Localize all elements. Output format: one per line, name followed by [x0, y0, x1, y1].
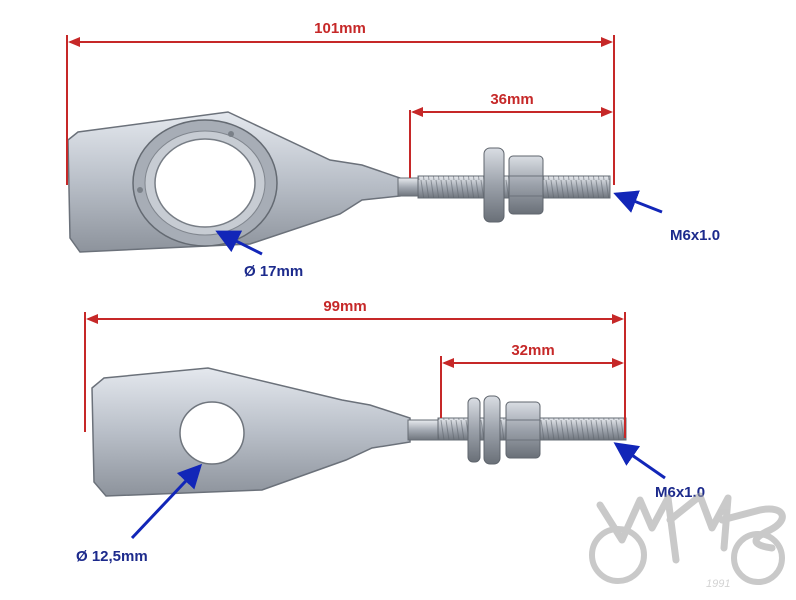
top-thread-spec-label: M6x1.0	[670, 227, 720, 244]
top-ring	[132, 119, 278, 247]
logo-script	[596, 492, 786, 564]
bottom-spring-washer	[467, 397, 481, 463]
bottom-hole	[179, 401, 245, 465]
bottom-bolt-shank	[407, 419, 439, 441]
bottom-overall-length-label: 99mm	[323, 298, 366, 315]
bottom-nut	[505, 401, 541, 459]
top-overall-dimension: 101mm	[66, 20, 615, 185]
bottom-thread-length-label: 32mm	[511, 342, 554, 359]
top-bolt-shank	[397, 177, 419, 197]
top-nut	[508, 155, 544, 215]
top-washer	[483, 147, 505, 223]
top-tensioner	[67, 111, 611, 253]
wymas-logo: 1991	[589, 492, 786, 590]
bottom-thread-callout: M6x1.0	[613, 442, 705, 501]
top-thread-length-label: 36mm	[490, 91, 533, 108]
top-overall-length-label: 101mm	[314, 20, 366, 37]
bottom-hole-diameter-label: Ø 12,5mm	[76, 548, 148, 565]
bottom-thread-dimension: 32mm	[440, 342, 624, 418]
top-thread-callout: M6x1.0	[613, 190, 720, 244]
bottom-tensioner	[91, 367, 627, 497]
bottom-hole-callout: Ø 12,5mm	[76, 463, 203, 565]
top-hole-diameter-label: Ø 17mm	[244, 263, 303, 280]
bottom-plate	[91, 367, 411, 497]
top-hole-callout: Ø 17mm	[215, 230, 303, 280]
bottom-washer	[483, 395, 501, 465]
top-thread-dimension: 36mm	[409, 91, 613, 178]
logo-year: 1991	[706, 578, 730, 590]
bottom-overall-dimension: 99mm	[84, 298, 626, 438]
